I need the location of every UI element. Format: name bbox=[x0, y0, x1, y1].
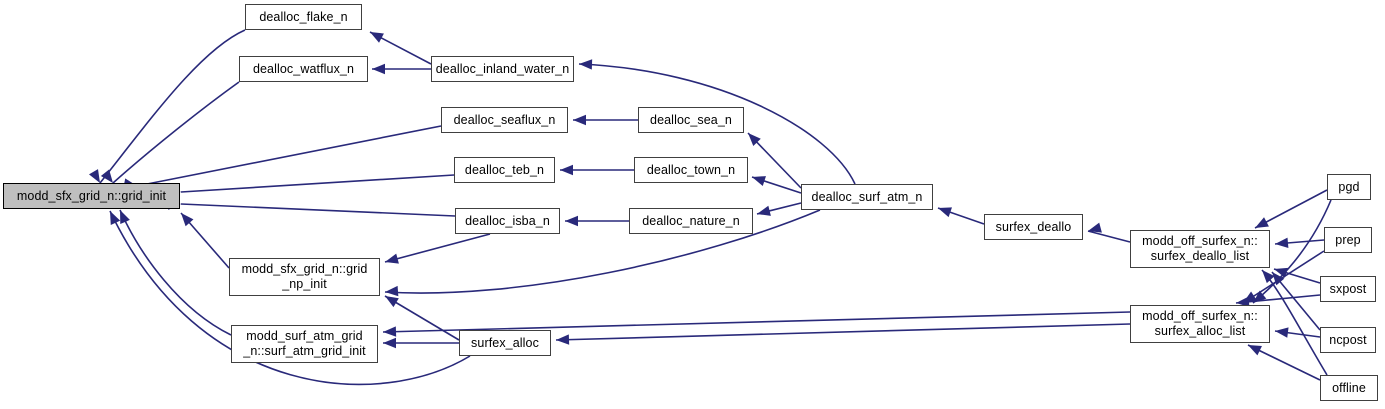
call-edge bbox=[180, 212, 230, 269]
graph-node-label: dealloc_inland_water_n bbox=[435, 61, 570, 76]
graph-node-offline[interactable]: offline bbox=[1320, 375, 1378, 401]
graph-node-label: modd_off_surfex_n:: surfex_deallo_list bbox=[1142, 234, 1258, 263]
graph-node-surfex_alloc_list[interactable]: modd_off_surfex_n:: surfex_alloc_list bbox=[1130, 305, 1270, 343]
graph-node-surfex_deallo_list[interactable]: modd_off_surfex_n:: surfex_deallo_list bbox=[1130, 230, 1270, 268]
call-edge bbox=[1087, 230, 1131, 243]
graph-node-label: modd_off_surfex_n:: surfex_alloc_list bbox=[1142, 309, 1258, 338]
arrow-head-icon bbox=[560, 164, 573, 176]
arrow-head-icon bbox=[573, 114, 586, 126]
arrow-head-icon bbox=[1272, 272, 1285, 286]
arrow-head-icon bbox=[385, 253, 399, 264]
arrow-head-icon bbox=[757, 205, 771, 216]
call-edge bbox=[119, 209, 232, 336]
call-edge bbox=[751, 176, 802, 194]
arrow-head-icon bbox=[120, 210, 130, 224]
call-edge bbox=[384, 233, 491, 263]
arrow-head-icon bbox=[370, 32, 384, 43]
call-edge bbox=[384, 295, 460, 341]
graph-node-dealloc_nature_n[interactable]: dealloc_nature_n bbox=[629, 208, 753, 234]
arrow-head-icon bbox=[748, 133, 761, 146]
call-edge bbox=[747, 132, 802, 189]
graph-node-grid_init[interactable]: modd_sfx_grid_n::grid_init bbox=[3, 183, 180, 209]
arrow-head-icon bbox=[383, 326, 397, 337]
graph-node-prep[interactable]: prep bbox=[1324, 227, 1372, 253]
graph-node-dealloc_sea_n[interactable]: dealloc_sea_n bbox=[638, 107, 744, 133]
arrow-head-icon bbox=[938, 207, 952, 218]
graph-node-dealloc_isba_n[interactable]: dealloc_isba_n bbox=[455, 208, 560, 234]
arrow-head-icon bbox=[1088, 222, 1102, 233]
graph-node-label: dealloc_sea_n bbox=[650, 112, 732, 127]
graph-node-grid_np_init[interactable]: modd_sfx_grid_n::grid _np_init bbox=[229, 258, 380, 296]
call-edge bbox=[180, 174, 455, 193]
graph-node-dealloc_flake_n[interactable]: dealloc_flake_n bbox=[245, 4, 362, 30]
graph-node-label: dealloc_nature_n bbox=[642, 213, 740, 228]
graph-node-sxpost[interactable]: sxpost bbox=[1320, 276, 1376, 302]
graph-node-label: dealloc_isba_n bbox=[465, 213, 550, 228]
arrow-head-icon bbox=[556, 334, 570, 345]
arrow-head-icon bbox=[1275, 327, 1289, 338]
call-edge bbox=[1273, 268, 1321, 284]
arrow-head-icon bbox=[385, 296, 399, 308]
graph-node-surfex_deallo[interactable]: surfex_deallo bbox=[984, 214, 1083, 240]
call-edge bbox=[112, 81, 240, 184]
graph-node-label: prep bbox=[1335, 232, 1361, 247]
arrow-head-icon bbox=[372, 63, 385, 75]
graph-node-dealloc_inland_water_n[interactable]: dealloc_inland_water_n bbox=[431, 56, 574, 82]
call-edge bbox=[1235, 294, 1321, 304]
arrow-head-icon bbox=[1262, 270, 1275, 284]
arrow-head-icon bbox=[110, 211, 121, 225]
graph-node-label: sxpost bbox=[1329, 281, 1367, 296]
graph-node-surfex_alloc[interactable]: surfex_alloc bbox=[459, 330, 551, 356]
arrow-head-icon bbox=[1274, 267, 1288, 278]
call-edge bbox=[99, 29, 246, 184]
call-edge bbox=[384, 209, 821, 294]
graph-node-label: modd_sfx_grid_n::grid _np_init bbox=[241, 262, 368, 291]
call-edge bbox=[756, 202, 802, 215]
graph-node-pgd[interactable]: pgd bbox=[1327, 174, 1371, 200]
graph-node-dealloc_surf_atm_n[interactable]: dealloc_surf_atm_n bbox=[801, 184, 933, 210]
arrow-head-icon bbox=[565, 215, 578, 227]
arrow-head-icon bbox=[579, 59, 593, 70]
graph-node-dealloc_seaflux_n[interactable]: dealloc_seaflux_n bbox=[441, 107, 568, 133]
arrow-head-icon bbox=[181, 213, 194, 227]
call-edge bbox=[180, 203, 456, 217]
call-edge bbox=[1271, 271, 1321, 331]
graph-node-label: dealloc_town_n bbox=[646, 162, 736, 177]
call-edge bbox=[1261, 269, 1328, 376]
graph-node-dealloc_town_n[interactable]: dealloc_town_n bbox=[634, 157, 748, 183]
graph-node-label: dealloc_teb_n bbox=[464, 162, 545, 177]
call-edge bbox=[1254, 189, 1328, 229]
arrow-head-icon bbox=[385, 285, 399, 297]
call-edge bbox=[937, 207, 985, 225]
graph-node-label: dealloc_flake_n bbox=[259, 9, 348, 24]
arrow-head-icon bbox=[1275, 237, 1289, 249]
graph-node-ncpost[interactable]: ncpost bbox=[1320, 327, 1376, 353]
call-edge bbox=[382, 311, 1131, 333]
graph-node-label: dealloc_surf_atm_n bbox=[811, 189, 923, 204]
graph-node-label: pgd bbox=[1338, 179, 1360, 194]
call-edge bbox=[1247, 344, 1321, 381]
graph-node-label: surfex_alloc bbox=[471, 335, 539, 350]
arrow-head-icon bbox=[383, 337, 396, 349]
graph-node-label: modd_surf_atm_grid _n::surf_atm_grid_ini… bbox=[243, 329, 366, 358]
call-edge bbox=[555, 323, 1131, 341]
graph-node-label: dealloc_watflux_n bbox=[252, 61, 355, 76]
call-edge bbox=[1274, 239, 1325, 245]
graph-node-dealloc_teb_n[interactable]: dealloc_teb_n bbox=[454, 157, 555, 183]
graph-node-label: modd_sfx_grid_n::grid_init bbox=[16, 188, 167, 203]
graph-node-label: ncpost bbox=[1329, 332, 1367, 347]
graph-node-dealloc_watflux_n[interactable]: dealloc_watflux_n bbox=[239, 56, 368, 82]
call-edge bbox=[136, 125, 442, 187]
graph-node-label: dealloc_seaflux_n bbox=[453, 112, 556, 127]
call-edge bbox=[369, 31, 432, 65]
graph-node-label: surfex_deallo bbox=[995, 219, 1072, 234]
graph-node-label: offline bbox=[1332, 380, 1366, 395]
call-edge bbox=[1274, 330, 1321, 338]
graph-node-surf_atm_grid_init[interactable]: modd_surf_atm_grid _n::surf_atm_grid_ini… bbox=[231, 325, 378, 363]
arrow-head-icon bbox=[752, 176, 766, 186]
